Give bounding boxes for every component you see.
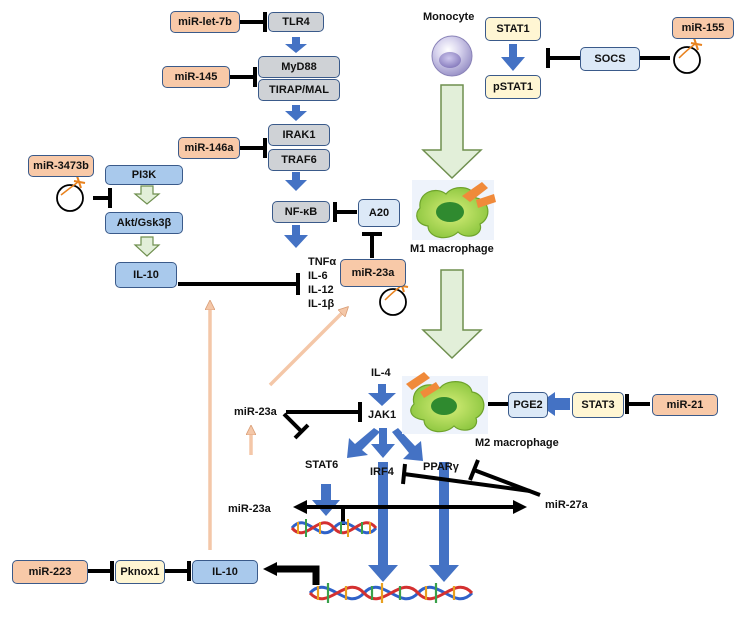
cytokine-il6: IL-6 — [308, 270, 328, 282]
jak1-label: JAK1 — [368, 409, 397, 421]
mirna-3473b-box: miR-3473b — [28, 155, 94, 177]
pi3k-akt-arrow — [133, 185, 161, 205]
traf6-box: TRAF6 — [268, 149, 330, 171]
mirna-27a-label: miR-27a — [545, 499, 588, 511]
m1-macrophage-label: M1 macrophage — [410, 243, 494, 255]
mirna-145-box: miR-145 — [162, 66, 230, 88]
mirna-23a-box: miR-23a — [340, 259, 406, 287]
ppar-gamma-label: PPARγ — [423, 461, 459, 473]
inhibition-lines — [88, 12, 670, 581]
stat1-box: STAT1 — [485, 17, 541, 41]
differentiation-arrow-m1-m2 — [421, 269, 483, 360]
akt-gsk3b-box: Akt/Gsk3β — [105, 212, 183, 234]
il10-top-box: IL-10 — [115, 262, 177, 288]
mirna-21-box: miR-21 — [652, 394, 718, 416]
stat3-box: STAT3 — [572, 392, 624, 418]
dna-helix-lower — [308, 583, 474, 603]
m1-macrophage-icon — [412, 180, 496, 240]
hairpin-icon-mir3473b — [56, 175, 86, 212]
m2-macrophage-icon — [402, 372, 488, 434]
akt-il10-arrow — [133, 236, 161, 257]
cytokine-tnfa: TNFα — [308, 256, 337, 268]
irf4-label: IRF4 — [370, 466, 394, 478]
il4-label: IL-4 — [371, 367, 391, 379]
cytokine-il1b: IL-1β — [308, 298, 335, 310]
mirna-155-box: miR-155 — [672, 17, 734, 39]
tirap-mal-box: TIRAP/MAL — [258, 79, 340, 101]
peach-arrows — [210, 305, 345, 550]
dna-helix-upper — [290, 519, 378, 537]
mirna-let7b-box: miR-let-7b — [170, 11, 240, 33]
differentiation-arrow-monocyte-m1 — [421, 84, 483, 180]
m2-macrophage-label: M2 macrophage — [475, 437, 559, 449]
transcription-arrows — [263, 500, 527, 585]
cytokine-il12: IL-12 — [308, 284, 334, 296]
tlr4-box: TLR4 — [268, 12, 324, 32]
pge2-box: PGE2 — [508, 392, 548, 418]
pi3k-box: PI3K — [105, 165, 183, 185]
hairpin-icon-mir155 — [673, 37, 703, 74]
mirna-223-box: miR-223 — [12, 560, 88, 584]
mirna-146a-box: miR-146a — [178, 137, 240, 159]
mirna-23a-mid-label: miR-23a — [234, 406, 277, 418]
pstat1-box: pSTAT1 — [485, 75, 541, 99]
monocyte-label: Monocyte — [423, 11, 475, 23]
pknox1-box: Pknox1 — [115, 560, 165, 584]
il10-bottom-box: IL-10 — [192, 560, 258, 584]
nfkb-box: NF-κB — [272, 201, 330, 223]
mirna-23a-low-label: miR-23a — [228, 503, 271, 515]
socs-box: SOCS — [580, 47, 640, 71]
a20-box: A20 — [358, 199, 400, 227]
stat6-label: STAT6 — [305, 459, 339, 471]
myd88-box: MyD88 — [258, 56, 340, 78]
monocyte-cell-icon — [431, 35, 473, 77]
irak1-box: IRAK1 — [268, 124, 330, 146]
